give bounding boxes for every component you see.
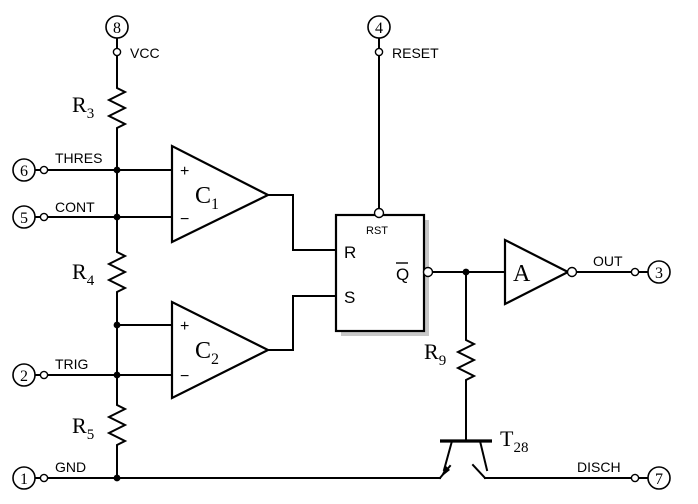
transistor-emitter-arrow	[440, 466, 450, 478]
r4-label: R4	[72, 259, 95, 289]
terminal-disch	[630, 473, 640, 483]
wire-c2-s	[267, 295, 337, 351]
pin-number-circle-7	[647, 466, 671, 490]
pin-number-5: 5	[20, 210, 28, 227]
pin-label-trig: TRIG	[55, 356, 88, 372]
terminal-out	[630, 267, 640, 277]
c1-label: C1	[195, 183, 219, 213]
junction-divider	[113, 321, 121, 329]
junctions	[113, 166, 470, 482]
pin-label-gnd: GND	[55, 459, 86, 475]
resistor-r4	[106, 243, 128, 299]
flip-flop-q-label: Q	[396, 265, 409, 284]
pin-number-3: 3	[655, 265, 663, 282]
pin-number-1: 1	[20, 471, 28, 488]
terminal-cont	[39, 212, 49, 222]
pin-number-circle-4	[367, 15, 391, 39]
c2-minus-sign: −	[180, 368, 189, 385]
resistor-labels: R3 R4 R5 R9	[72, 92, 446, 443]
amplifier-a: A	[503, 238, 578, 306]
pin-label-disch: DISCH	[577, 459, 621, 475]
c1-plus-sign: +	[180, 163, 189, 180]
comparator-c2: + − C2	[170, 300, 271, 400]
junction-thres	[113, 166, 121, 174]
terminal-reset	[374, 47, 384, 57]
terminal-gnd	[39, 473, 49, 483]
pin-number-circle-1	[12, 466, 36, 490]
terminal-thres	[39, 165, 49, 175]
pin-number-4: 4	[375, 20, 383, 37]
pin-number-6: 6	[20, 163, 28, 180]
q-inversion-bubble	[422, 266, 434, 278]
pin-number-circle-5	[12, 205, 36, 229]
r3-label: R3	[72, 92, 94, 122]
comparator-c1-body	[170, 144, 271, 244]
transistor-collector	[478, 439, 489, 472]
junction-cont	[113, 213, 121, 221]
transistor-emitter	[442, 439, 454, 472]
pin-labels: VCC RESET THRES CONT TRIG GND OUT DISCH	[55, 45, 623, 475]
pin-numbers: 8 4 6 5 2 1 3 7	[12, 15, 671, 490]
junction-trig	[113, 371, 121, 379]
r9-label: R9	[424, 339, 446, 369]
flip-flop-rst-label: RST	[366, 225, 388, 237]
pin-label-thres: THRES	[55, 150, 102, 166]
wires	[46, 55, 649, 480]
pin-number-7: 7	[655, 471, 663, 488]
transistor-t28: T28	[440, 426, 528, 478]
resistor-r5	[106, 397, 128, 451]
pin-terminals	[35, 37, 647, 483]
r5-label: R5	[72, 413, 94, 443]
amplifier-a-label: A	[513, 261, 531, 287]
amplifier-inversion-bubble	[566, 266, 578, 278]
c2-label: C2	[195, 338, 219, 368]
c1-minus-sign: −	[180, 211, 189, 228]
resistor-r3	[106, 79, 128, 135]
terminal-trig	[39, 370, 49, 380]
pin-number-circle-8	[105, 15, 129, 39]
c2-plus-sign: +	[180, 318, 189, 335]
pin-number-8: 8	[113, 20, 121, 37]
terminal-vcc	[112, 47, 122, 57]
pin-label-cont: CONT	[55, 199, 95, 215]
flip-flop-s-label: S	[344, 288, 355, 307]
pin-number-circle-3	[647, 260, 671, 284]
comparator-c2-body	[170, 300, 271, 400]
wire-c1-r	[267, 194, 337, 251]
pin-number-circle-2	[12, 363, 36, 387]
junction-q	[462, 268, 470, 276]
flip-flop-r-label: R	[344, 243, 356, 262]
pin-number-circle-6	[12, 158, 36, 182]
resistors	[106, 79, 477, 451]
amplifier-a-body	[503, 238, 571, 306]
pin-label-vcc: VCC	[130, 45, 160, 61]
wire-collector	[471, 463, 487, 480]
flip-flop: R S Q RST	[334, 207, 434, 336]
rst-inversion-bubble	[373, 207, 385, 219]
pin-number-2: 2	[20, 368, 28, 385]
junction-gnd	[113, 474, 121, 482]
comparator-c1: + − C1	[170, 144, 271, 244]
pin-label-out: OUT	[593, 253, 623, 269]
transistor-label: T28	[500, 426, 528, 456]
pin-label-reset: RESET	[392, 45, 439, 61]
resistor-r9	[455, 331, 477, 383]
